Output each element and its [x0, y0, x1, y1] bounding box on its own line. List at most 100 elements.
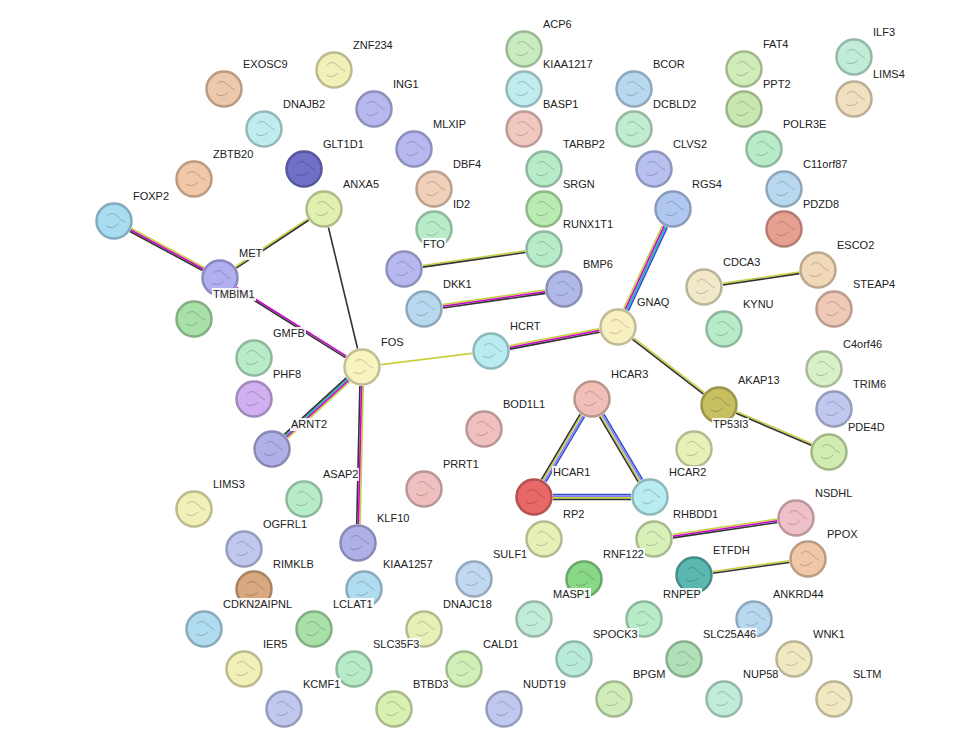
protein-circle-shape: [177, 302, 212, 337]
protein-label: DKK1: [442, 278, 473, 291]
structure-sketch: [810, 263, 829, 277]
protein-label: HCAR1: [552, 466, 591, 479]
protein-node: EXOSC9: [205, 70, 243, 108]
protein-label: POLR3E: [782, 118, 827, 131]
protein-node: KLF10: [339, 524, 377, 562]
structure-sketch: [354, 360, 373, 374]
structure-sketch: [186, 502, 205, 516]
structure-sketch: [456, 662, 475, 676]
structure-sketch: [256, 122, 275, 136]
evidence-line: [723, 274, 799, 285]
protein-label: RP2: [562, 508, 585, 521]
evidence-line: [553, 497, 631, 499]
protein-circle: [405, 290, 443, 328]
protein-node: SRGN: [525, 190, 563, 228]
protein-label: KYNU: [742, 298, 775, 311]
structure-sketch: [186, 312, 205, 326]
protein-label: FAT4: [762, 38, 789, 51]
protein-node: RGS4: [654, 190, 692, 228]
protein-label: RHBDD1: [672, 508, 719, 521]
protein-node: C4orf46: [805, 350, 843, 388]
protein-label: TMBIM1: [212, 288, 256, 301]
protein-label: PDE4D: [847, 421, 886, 434]
evidence-line: [285, 379, 347, 435]
protein-circle-shape: [467, 412, 502, 447]
protein-node: BASP1: [505, 110, 543, 148]
protein-label: GLT1D1: [322, 138, 365, 151]
protein-node: PRRT1: [405, 470, 443, 508]
structure-sketch: [788, 511, 807, 525]
protein-circle-shape: [547, 272, 582, 307]
protein-circle: [385, 250, 423, 288]
protein-circle-shape: [267, 692, 302, 727]
protein-circle-shape: [507, 32, 542, 67]
interaction-edge: [357, 386, 364, 524]
protein-node: PDE4D: [810, 433, 848, 471]
protein-label: ING1: [392, 78, 420, 91]
structure-sketch: [716, 322, 735, 336]
protein-label: ID2: [452, 198, 471, 211]
protein-circle-shape: [777, 642, 812, 677]
protein-circle-shape: [247, 112, 282, 147]
protein-label: RGS4: [691, 178, 723, 191]
evidence-line: [443, 290, 545, 305]
protein-circle-shape: [317, 53, 352, 88]
protein-circle: [235, 339, 273, 377]
protein-circle: [415, 170, 453, 208]
protein-circle: [265, 690, 303, 728]
protein-label: ESCO2: [836, 239, 875, 252]
protein-label: NUDT19: [522, 678, 567, 691]
protein-circle-shape: [227, 532, 262, 567]
evidence-line: [601, 416, 640, 481]
protein-node: MASP1: [515, 600, 553, 638]
protein-circle-shape: [527, 522, 562, 557]
evidence-line: [328, 227, 357, 348]
structure-sketch: [536, 532, 555, 546]
protein-circle-shape: [337, 652, 372, 687]
protein-label: ARNT2: [290, 418, 328, 431]
structure-sketch: [366, 102, 385, 116]
protein-circle-shape: [707, 312, 742, 347]
protein-label: BPGM: [632, 668, 666, 681]
protein-circle-shape: [517, 480, 552, 515]
protein-label: FOXP2: [132, 190, 170, 203]
protein-node: GMFB: [235, 339, 273, 377]
interaction-edge: [443, 290, 546, 308]
structure-sketch: [711, 398, 730, 412]
evidence-line: [423, 251, 525, 266]
structure-sketch: [236, 542, 255, 556]
structure-sketch: [606, 692, 625, 706]
protein-circle-shape: [617, 112, 652, 147]
protein-node: FOS: [343, 348, 381, 386]
protein-circle-shape: [637, 152, 672, 187]
protein-node: FAT4: [725, 50, 763, 88]
protein-node: ESCO2: [799, 251, 837, 289]
structure-sketch: [676, 652, 695, 666]
protein-node: MLXIP: [395, 130, 433, 168]
structure-sketch: [756, 142, 775, 156]
protein-node: LIMS4: [835, 80, 873, 118]
protein-label: IER5: [262, 638, 288, 651]
structure-sketch: [106, 214, 125, 228]
protein-circle: [573, 380, 611, 418]
protein-circle-shape: [527, 152, 562, 187]
protein-circle: [245, 110, 283, 148]
structure-sketch: [776, 222, 795, 236]
protein-circle: [775, 640, 813, 678]
protein-node: HCAR1: [515, 478, 553, 516]
protein-circle-shape: [287, 152, 322, 187]
structure-sketch: [316, 202, 335, 216]
structure-sketch: [636, 612, 655, 626]
protein-label: DNAJB2: [282, 98, 326, 111]
interaction-edge: [673, 519, 778, 538]
protein-node: SLC25A46: [665, 640, 703, 678]
evidence-line: [673, 519, 777, 534]
structure-sketch: [584, 392, 603, 406]
protein-label: RNF122: [602, 548, 645, 561]
protein-circle-shape: [417, 172, 452, 207]
protein-circle-shape: [656, 192, 691, 227]
protein-circle: [505, 30, 543, 68]
protein-circle: [555, 640, 593, 678]
protein-node: TARBP2: [525, 150, 563, 188]
protein-label: CALD1: [482, 638, 519, 651]
